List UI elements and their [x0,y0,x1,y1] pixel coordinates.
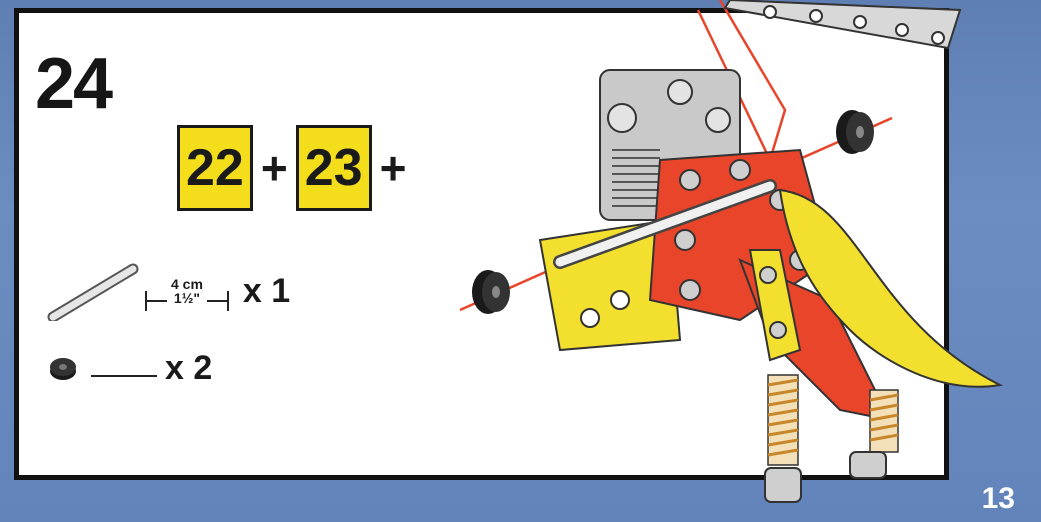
subassembly-22-box: 22 [177,125,253,211]
page-number: 13 [982,482,1015,516]
tyre-left-icon [472,270,510,314]
subassembly-23-box: 23 [296,125,372,211]
rod-dimension: 4 cm 1½" [171,277,203,305]
tyre-icon [45,351,81,387]
part-tyre-row: x 2 [45,349,212,388]
tyre-quantity: x 2 [165,349,212,388]
assembly-combination: 22 + 23 + [177,125,414,211]
step-number: 24 [35,43,111,125]
spring-right-icon [870,390,898,452]
spring-left-icon [768,375,798,465]
rod-icon [45,261,145,321]
part-rod-row: 4 cm 1½" x 1 [45,261,290,321]
rod-quantity: x 1 [243,272,290,311]
plus-sign: + [380,141,407,195]
plus-sign: + [261,141,288,195]
model-illustration [440,0,1040,522]
tyre-right-icon [836,110,874,154]
perforated-strip-icon [725,0,960,48]
